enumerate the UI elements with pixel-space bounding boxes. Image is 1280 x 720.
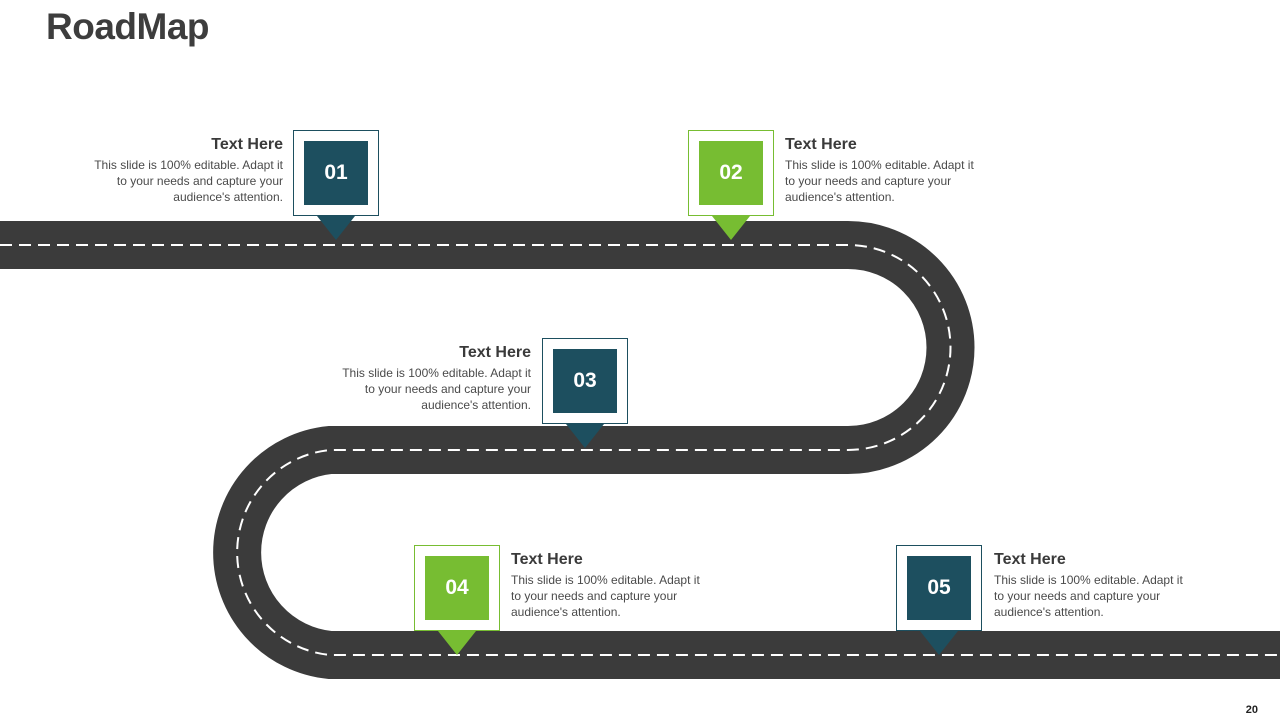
step-text-01: Text Here This slide is 100% editable. A… [83,136,283,205]
step-number-05: 05 [907,556,971,620]
step-marker-04: 04 [414,545,500,655]
step-text-04: Text Here This slide is 100% editable. A… [511,551,711,620]
step-description-05: This slide is 100% editable. Adapt it to… [994,573,1183,619]
step-description-02: This slide is 100% editable. Adapt it to… [785,158,974,204]
marker-pointer [317,216,355,240]
marker-pointer [438,631,476,655]
step-number-02: 02 [699,141,763,205]
step-description-03: This slide is 100% editable. Adapt it to… [342,366,531,412]
step-heading-01: Text Here [211,136,283,153]
step-heading-04: Text Here [511,551,583,568]
marker-pointer [566,424,604,448]
marker-pointer [712,216,750,240]
step-marker-01: 01 [293,130,379,240]
page-title: RoadMap [46,6,210,47]
step-text-02: Text Here This slide is 100% editable. A… [785,136,985,205]
step-marker-02: 02 [688,130,774,240]
step-marker-03: 03 [542,338,628,448]
marker-pointer [920,631,958,655]
road-center-line [0,244,1280,656]
step-text-03: Text Here This slide is 100% editable. A… [331,344,531,413]
step-number-04: 04 [425,556,489,620]
step-number-03: 03 [553,349,617,413]
step-number-01: 01 [304,141,368,205]
step-marker-05: 05 [896,545,982,655]
step-heading-05: Text Here [994,551,1066,568]
step-heading-03: Text Here [459,344,531,361]
step-text-05: Text Here This slide is 100% editable. A… [994,551,1194,620]
step-description-01: This slide is 100% editable. Adapt it to… [94,158,283,204]
step-description-04: This slide is 100% editable. Adapt it to… [511,573,700,619]
step-heading-02: Text Here [785,136,857,153]
page-number: 20 [1245,704,1258,716]
